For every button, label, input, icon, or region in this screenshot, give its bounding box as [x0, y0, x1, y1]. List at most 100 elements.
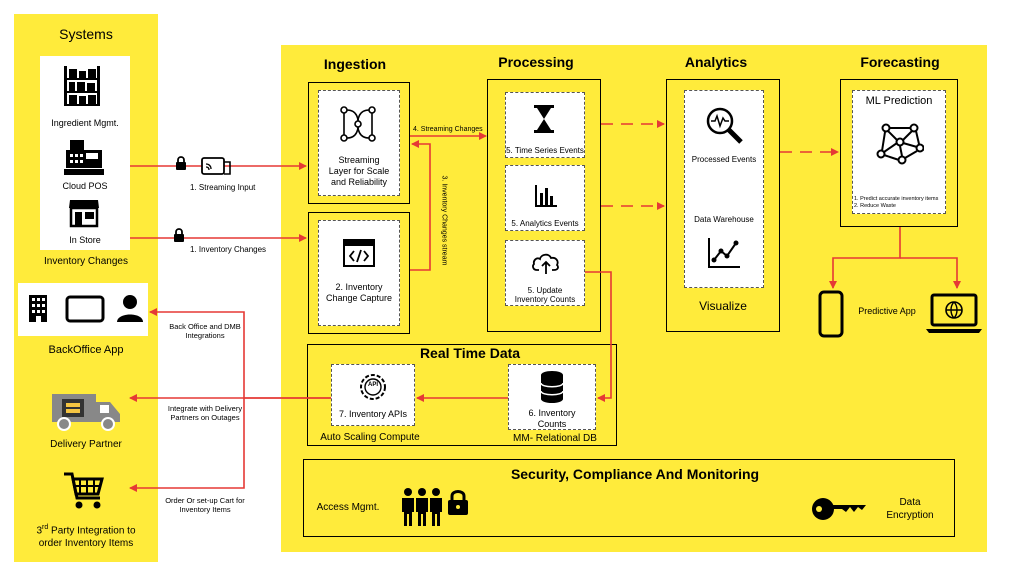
inventory-counts-line2: Counts [537, 419, 567, 429]
lock-icon-inventory [174, 228, 184, 242]
third-party-label: 3rd Party Integration to order Inventory… [14, 521, 158, 550]
streaming-input-label: 1. Streaming Input [190, 183, 256, 192]
ingestion-streaming-box [308, 82, 410, 204]
streaming-layer-line2: Layer for Scale [328, 166, 390, 176]
cdc-label: 2. Inventory Change Capture [318, 282, 400, 304]
api-gear-icon [360, 374, 386, 400]
key-icon [812, 498, 866, 520]
smartphone-icon [818, 290, 844, 338]
processed-events-label: Processed Events [691, 155, 757, 164]
streaming-layer-line3: and Reliability [330, 177, 388, 187]
systems-title: Systems [59, 26, 113, 42]
wire-forecast-trunk [829, 227, 901, 289]
security-box [303, 459, 955, 537]
lock-icon-streaming [176, 156, 186, 170]
ml-prediction-label: ML Prediction [865, 95, 933, 107]
cdc-line1: 2. Inventory [335, 282, 383, 292]
data-warehouse-label: Data Warehouse [694, 215, 754, 224]
streaming-layer-line1: Streaming [338, 155, 380, 165]
forecasting-title: Forecasting [860, 54, 940, 70]
inventory-changes-title: Inventory Changes [44, 256, 128, 267]
cdc-card [318, 220, 400, 326]
third-party-num: 3 [36, 525, 43, 537]
data-encryption-line2: Encryption [886, 510, 934, 521]
predict-item-1: 1. Predict accurate inventory items [854, 196, 939, 202]
tablet-icon [65, 295, 105, 323]
third-party-line1: Party Integration to [48, 525, 136, 537]
analytics-events-card [505, 165, 585, 231]
analytics-events-label: 5. Analytics Events [511, 219, 579, 228]
analytics-card [684, 90, 764, 288]
delivery-outages-label: Integrate with Delivery Partners on Outa… [150, 404, 260, 422]
backoffice-label: BackOffice App [48, 344, 124, 356]
backoffice-dmb-line1: Back Office and DMB [169, 322, 241, 331]
update-counts-line1: 5. Update [527, 286, 563, 295]
backoffice-dmb-label: Back Office and DMB Integrations [150, 322, 260, 340]
update-counts-line2: Inventory Counts [514, 295, 576, 304]
order-cart-label: Order Or set-up Cart for Inventory Items [150, 496, 260, 514]
order-cart-line1: Order Or set-up Cart for [165, 496, 245, 505]
processing-box [487, 79, 601, 332]
shopping-cart-icon [64, 472, 104, 509]
ingestion-title: Ingestion [323, 56, 387, 72]
api-icon-label: API [367, 382, 378, 388]
predictive-app-label: Predictive App [858, 306, 916, 316]
relational-db-label: MM- Relational DB [513, 433, 597, 444]
streaming-layer-card [318, 90, 400, 196]
cash-register-icon [64, 140, 104, 175]
laptop-globe-icon [926, 293, 982, 333]
delivery-truck-icon [52, 394, 120, 431]
wire-backoffice-trunk [149, 308, 331, 399]
security-title: Security, Compliance And Monitoring [510, 466, 760, 482]
ml-prediction-card [852, 90, 946, 214]
forecasting-box [840, 79, 958, 227]
code-window-icon [343, 239, 375, 267]
hourglass-icon [534, 105, 554, 133]
auto-scaling-label: Auto Scaling Compute [320, 432, 420, 443]
wire-cdc-stream [410, 140, 431, 271]
neural-network-icon [876, 123, 924, 165]
stream-device-icon [201, 157, 231, 175]
predict-list: 1. Predict accurate inventory items 2. R… [852, 196, 946, 210]
data-encryption-line1: Data [899, 497, 921, 508]
database-icon [540, 371, 564, 403]
shelf-icon [64, 66, 100, 106]
bar-chart-icon [535, 185, 557, 207]
delivery-outages-line2: Partners on Outages [170, 413, 240, 422]
padlock-icon [448, 490, 468, 515]
inventory-counts-line1: 6. Inventory [528, 408, 576, 418]
data-encryption-label: Data Encryption [872, 496, 948, 522]
wire-cart-branch [129, 398, 245, 492]
streaming-layer-label: Streaming Layer for Scale and Reliabilit… [318, 155, 400, 188]
third-party-line2: order Inventory Items [38, 538, 134, 550]
cloud-pos-label: Cloud POS [62, 181, 108, 191]
in-store-label: In Store [69, 235, 101, 245]
processing-title: Processing [498, 54, 574, 70]
cdc-line2: Change Capture [325, 293, 393, 303]
cloud-upload-icon [532, 253, 559, 274]
user-icon [117, 295, 143, 322]
ingredient-mgmt-label: Ingredient Mgmt. [51, 118, 119, 128]
delivery-outages-line1: Integrate with Delivery [167, 404, 243, 413]
visualize-label: Visualize [699, 299, 747, 313]
analytics-box [666, 79, 780, 332]
streaming-changes-label: 4. Streaming Changes [413, 126, 483, 133]
building-icon [29, 295, 47, 322]
network-flow-icon [340, 106, 376, 142]
access-mgmt-label: Access Mgmt. [316, 502, 380, 513]
inventory-counts-label: 6. Inventory Counts [508, 408, 596, 430]
predict-item-2: 2. Reduce Waste [854, 203, 896, 209]
realtime-title: Real Time Data [419, 345, 521, 361]
third-party-sup: rd [42, 524, 49, 531]
people-icon [402, 488, 442, 526]
analytics-title: Analytics [684, 54, 748, 70]
inventory-changes-stream-label: 3. Inventory Changes stream [440, 175, 448, 266]
order-cart-line2: Inventory Items [179, 505, 231, 514]
delivery-partner-label: Delivery Partner [50, 439, 122, 450]
backoffice-dmb-line2: Integrations [185, 331, 225, 340]
magnifier-analytics-icon [706, 107, 743, 144]
ingestion-cdc-box [308, 212, 410, 334]
wire-update-to-db [585, 271, 612, 402]
time-series-label: 5. Time Series Events [506, 146, 584, 155]
update-counts-card [505, 240, 585, 306]
